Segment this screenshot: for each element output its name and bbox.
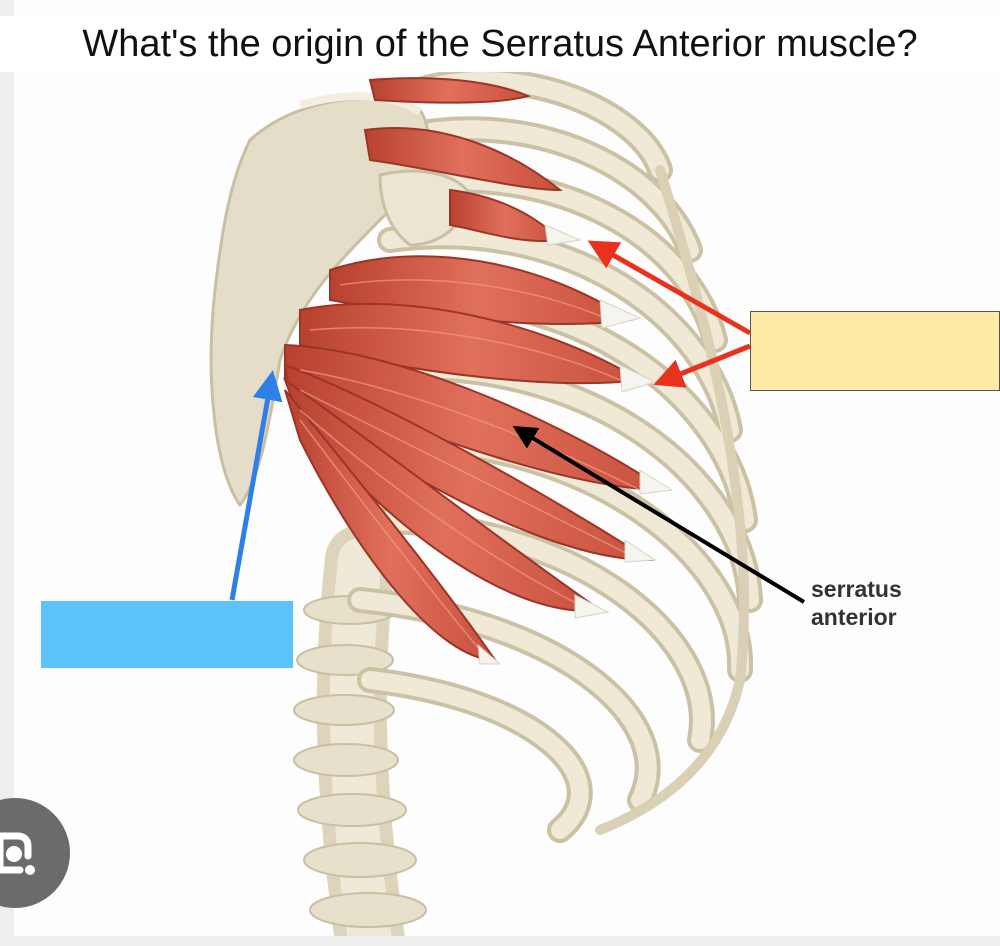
insertion-answer-box[interactable] bbox=[750, 311, 1000, 391]
red-arrow-upper bbox=[587, 240, 752, 336]
muscle-label-line2: anterior bbox=[811, 604, 897, 630]
origin-blue-arrow bbox=[229, 370, 283, 601]
question-title: What's the origin of the Serratus Anteri… bbox=[0, 16, 1000, 72]
muscle-black-arrow bbox=[512, 425, 806, 604]
origin-answer-box[interactable] bbox=[41, 601, 293, 668]
serratus-anterior-muscle bbox=[282, 77, 674, 665]
serratus-anterior-label: serratus anterior bbox=[811, 575, 961, 631]
bottom-border-strip bbox=[0, 936, 1000, 946]
muscle-label-line1: serratus bbox=[811, 576, 902, 602]
google-lens-icon bbox=[0, 832, 35, 875]
red-arrow-lower bbox=[653, 343, 751, 388]
google-lens-button[interactable] bbox=[0, 798, 70, 908]
left-border-strip bbox=[0, 0, 14, 946]
insertion-red-arrows bbox=[587, 240, 752, 388]
